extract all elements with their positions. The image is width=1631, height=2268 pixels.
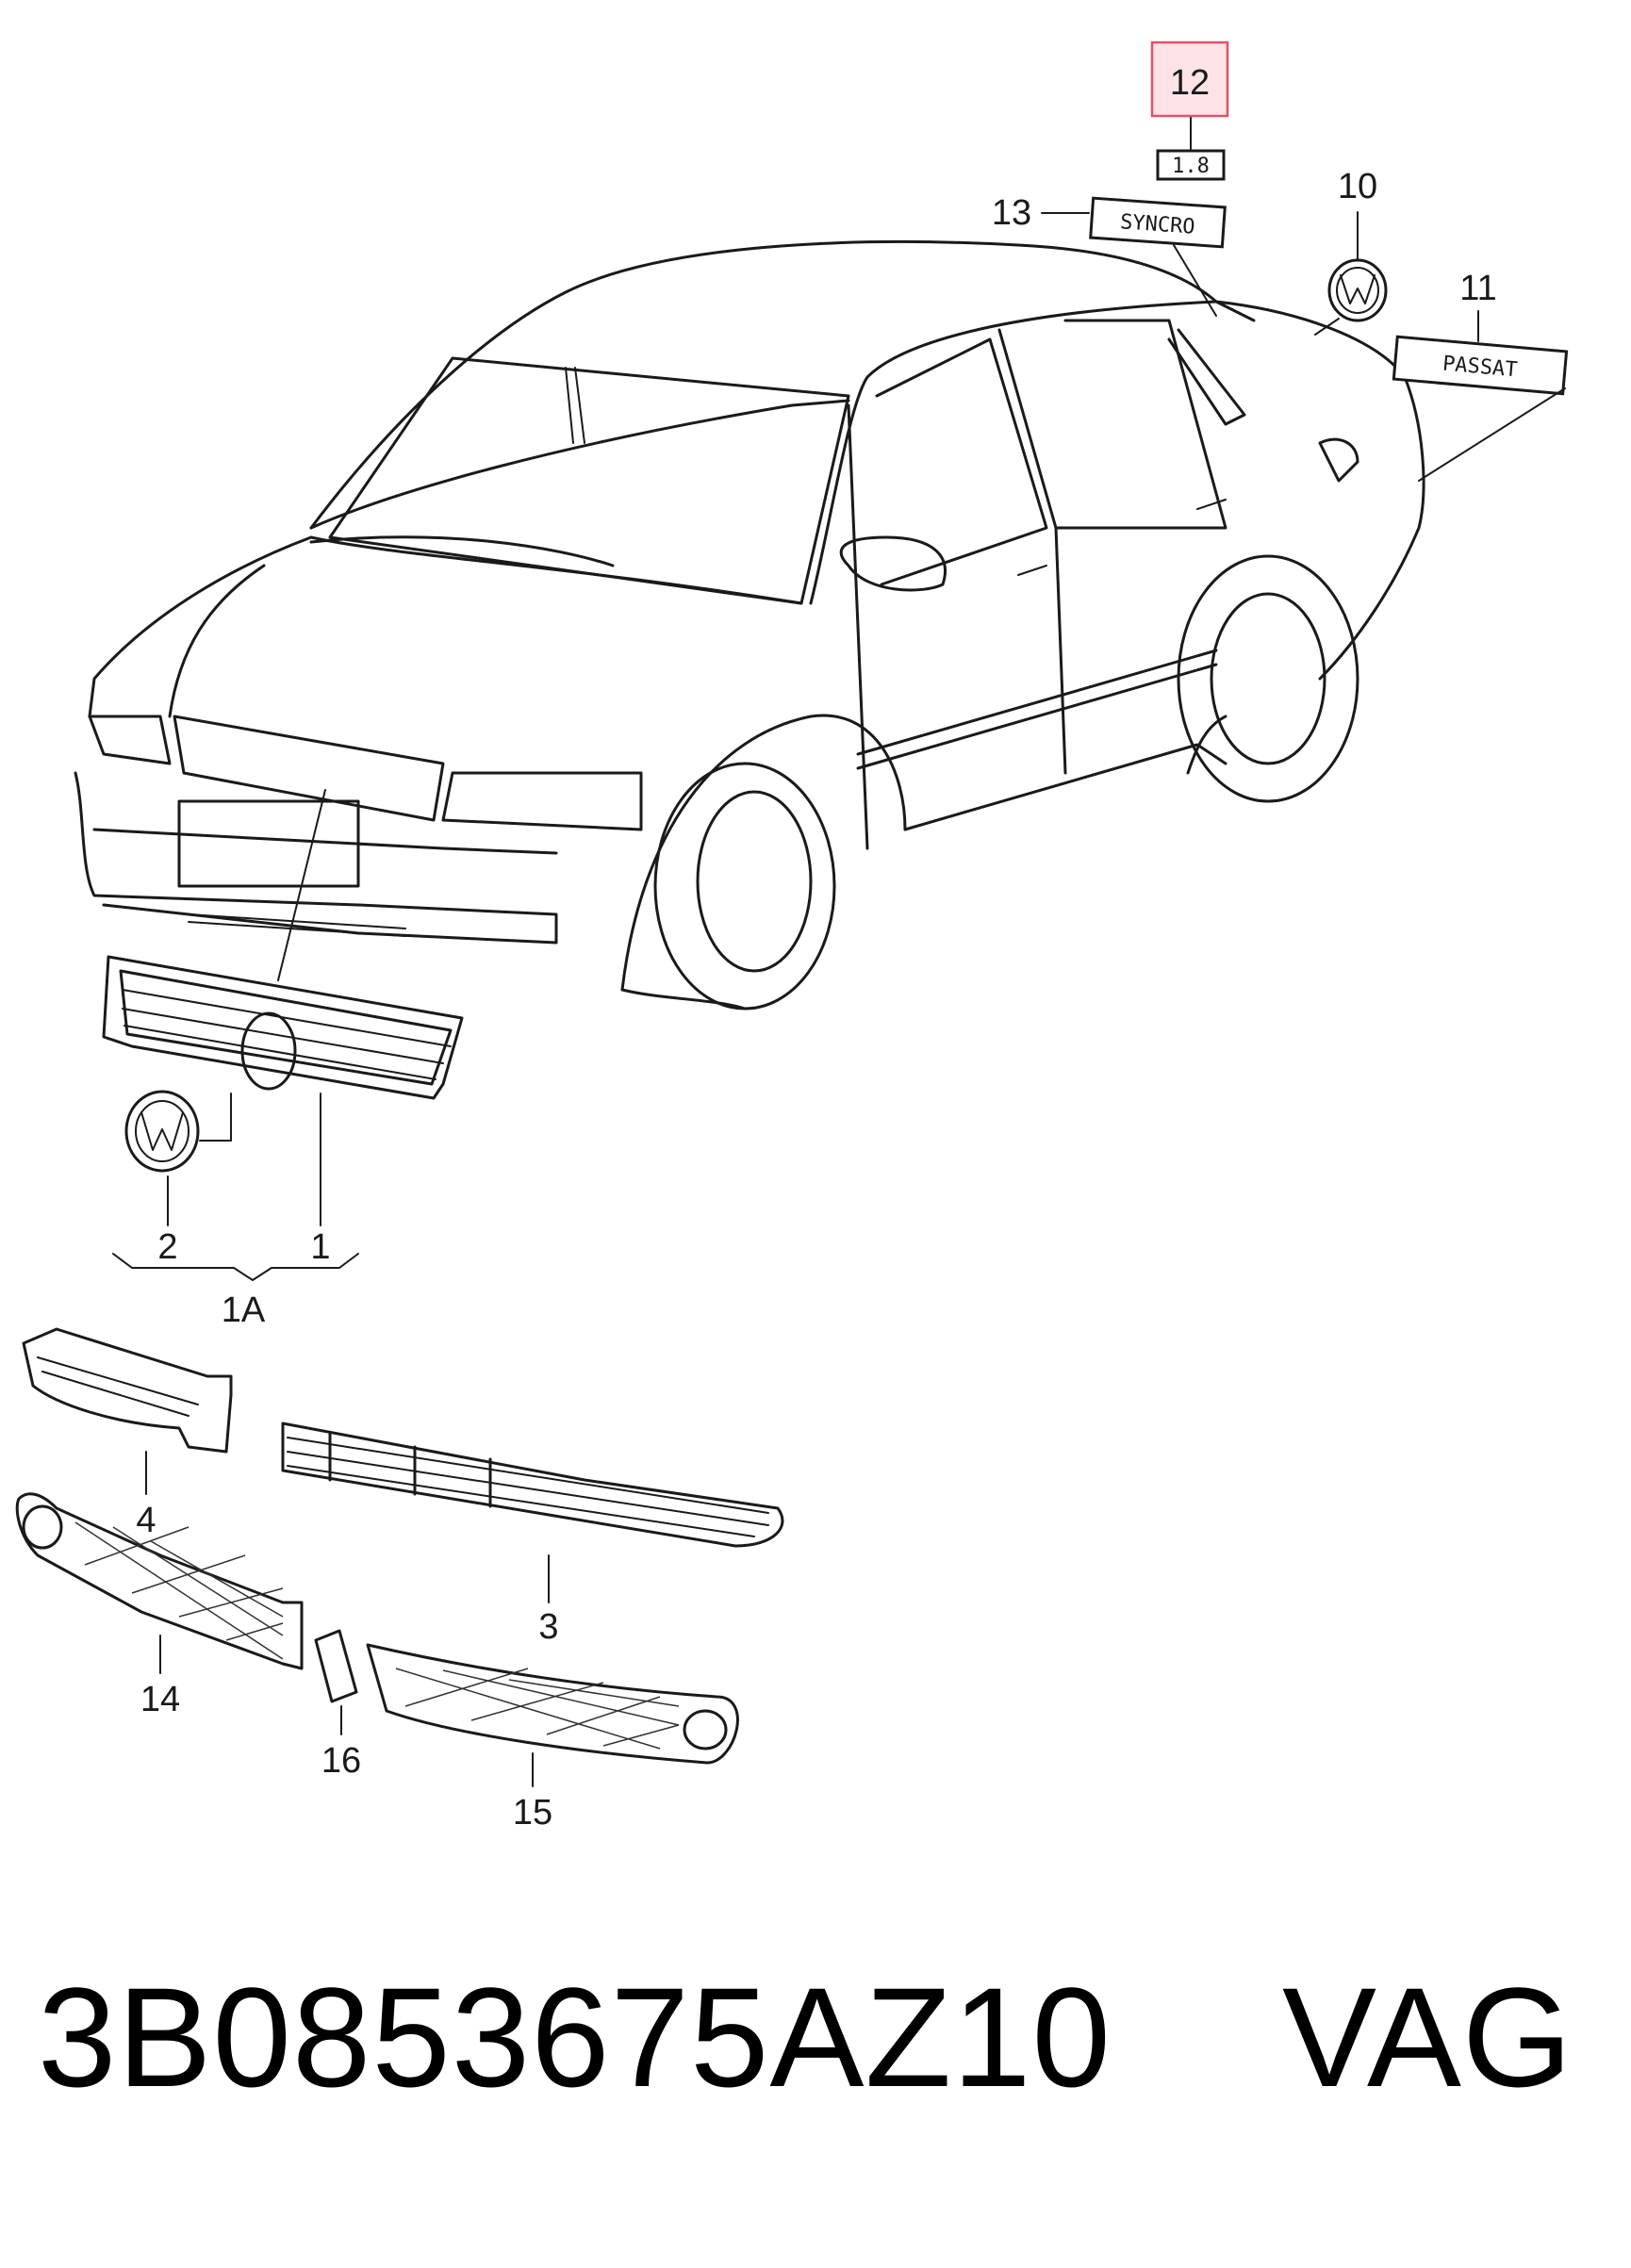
callout-1: 1 <box>310 1227 330 1267</box>
tow-cover-part-16 <box>314 1629 358 1703</box>
callout-16: 16 <box>321 1741 361 1781</box>
badge-model: PASSAT <box>1392 335 1569 396</box>
grille-part-1 <box>102 955 464 1100</box>
callout-2: 2 <box>157 1227 177 1267</box>
callout-10: 10 <box>1338 167 1377 206</box>
svg-text:1.8: 1.8 <box>1172 155 1210 178</box>
vw-emblem-front-icon <box>124 1090 200 1173</box>
brand-name: VAG <box>1282 1958 1573 2116</box>
vw-emblem-rear-icon <box>1327 258 1388 322</box>
callout-3: 3 <box>538 1607 558 1647</box>
car-illustration <box>74 240 1425 1011</box>
callout-12: 12 <box>1170 63 1210 103</box>
callout-1a: 1A <box>222 1290 266 1330</box>
badge-displacement: 1.8 <box>1156 149 1226 181</box>
grille-part-4 <box>22 1327 233 1454</box>
grille-part-3 <box>281 1422 784 1548</box>
grille-part-15 <box>366 1643 739 1765</box>
callout-15: 15 <box>513 1793 552 1832</box>
svg-text:SYNCRO: SYNCRO <box>1119 210 1195 238</box>
part-number: 3B0853675AZ10 <box>38 1958 1112 2116</box>
callout-4: 4 <box>136 1501 156 1540</box>
leader-lines <box>112 110 1566 1787</box>
callout-14: 14 <box>140 1680 180 1719</box>
highlight-box <box>1150 41 1229 118</box>
callout-13: 13 <box>992 193 1031 233</box>
badge-synchro: SYNCRO <box>1089 196 1227 249</box>
grille-part-14 <box>15 1492 304 1670</box>
callout-11: 11 <box>1459 269 1496 308</box>
